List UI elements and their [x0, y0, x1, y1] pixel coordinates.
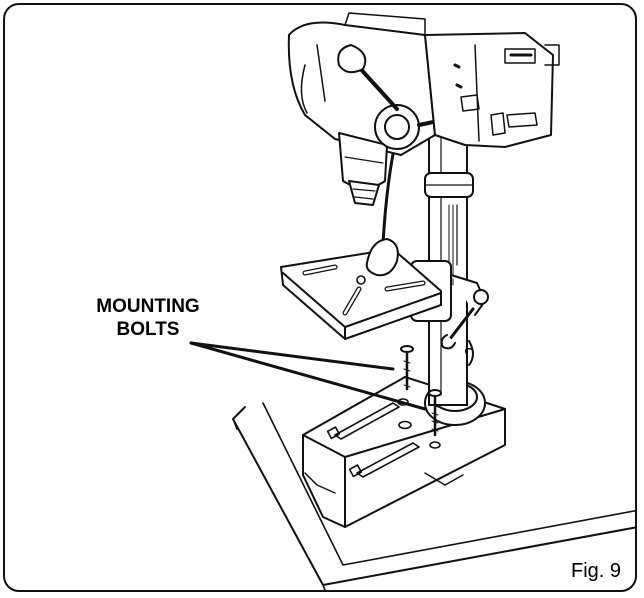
figure-caption: Fig. 9: [571, 560, 622, 582]
feed-lever: [365, 133, 399, 277]
mounting-bolt-left: [400, 345, 414, 391]
callout-line-1: MOUNTING: [96, 296, 200, 317]
drill-press-illustration: [189, 12, 635, 590]
work-surface: [232, 402, 635, 590]
drill-press-head: [287, 12, 560, 206]
mounting-bolts-label: MOUNTING BOLTS: [63, 295, 233, 341]
callout-leader-lines: [189, 341, 427, 411]
figure-frame: MOUNTING BOLTS Fig. 9: [3, 3, 637, 592]
mounting-bolt-right: [428, 389, 442, 437]
drill-press-base: [302, 376, 506, 528]
callout-line-2: BOLTS: [116, 319, 180, 340]
